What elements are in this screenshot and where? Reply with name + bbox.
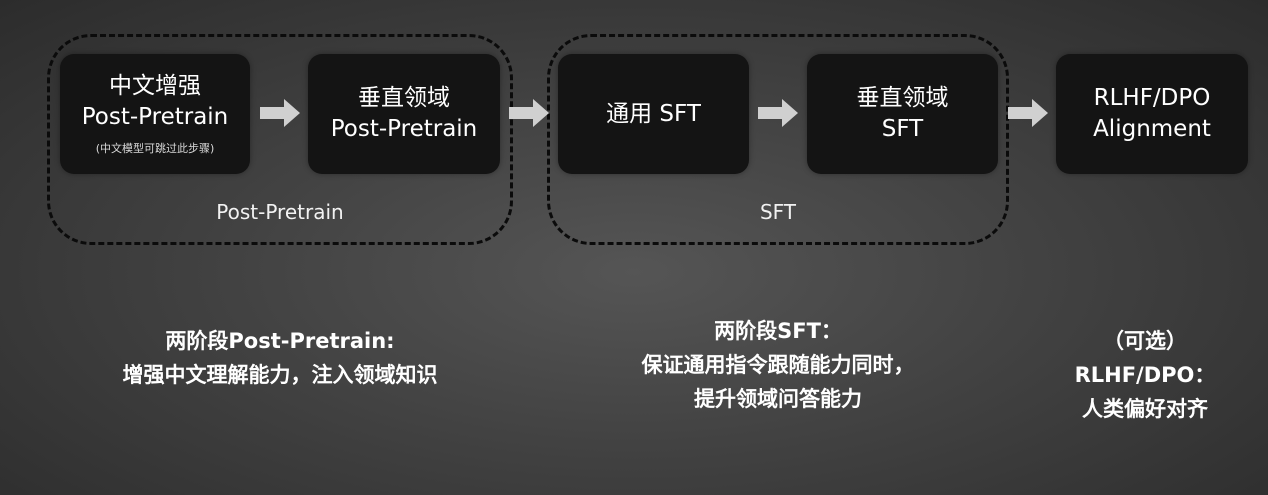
post-pretrain-group-frame	[47, 34, 513, 245]
caption-post-pretrain-line: 增强中文理解能力，注入领域知识	[122, 363, 438, 387]
stage-general-sft-title: 通用 SFT	[606, 100, 701, 127]
caption-post-pretrain-line: 两阶段Post-Pretrain:	[165, 329, 395, 353]
stage-domain-sft-title: 垂直领域	[856, 85, 949, 111]
stage-domain-sft-subtitle: SFT	[881, 116, 924, 142]
stage-domain-post-pretrain: 垂直领域 Post-Pretrain	[308, 54, 500, 174]
caption-sft-line: 提升领域问答能力	[694, 387, 862, 411]
stage-rlhf-dpo-title: RLHF/DPO	[1093, 85, 1211, 111]
right-arrow-icon	[1008, 99, 1048, 127]
caption-rlhf-line: （可选）	[1103, 329, 1187, 353]
caption-rlhf-line: RLHF/DPO：	[1074, 363, 1216, 387]
caption-sft: 两阶段SFT： 保证通用指令跟随能力同时， 提升领域问答能力	[558, 314, 998, 416]
stage-chinese-post-pretrain-note: (中文模型可跳过此步骤)	[95, 142, 215, 155]
post-pretrain-group-label: Post-Pretrain	[216, 200, 344, 224]
sft-group-frame	[547, 34, 1009, 245]
stage-domain-post-pretrain-subtitle: Post-Pretrain	[330, 116, 478, 142]
caption-post-pretrain: 两阶段Post-Pretrain: 增强中文理解能力，注入领域知识	[60, 324, 500, 392]
caption-sft-line: 保证通用指令跟随能力同时，	[641, 353, 915, 377]
stage-general-sft: 通用 SFT	[558, 54, 749, 174]
right-arrow-icon	[260, 99, 300, 127]
stage-domain-sft: 垂直领域 SFT	[807, 54, 998, 174]
sft-group-label: SFT	[759, 200, 797, 224]
stage-chinese-post-pretrain-subtitle: Post-Pretrain	[81, 104, 229, 130]
right-arrow-icon	[509, 99, 549, 127]
caption-rlhf: （可选） RLHF/DPO： 人类偏好对齐	[1030, 324, 1260, 426]
stage-rlhf-dpo-subtitle: Alignment	[1093, 116, 1211, 142]
caption-sft-line: 两阶段SFT：	[714, 319, 842, 343]
stage-rlhf-dpo-alignment: RLHF/DPO Alignment	[1056, 54, 1248, 174]
stage-chinese-post-pretrain: 中文增强 Post-Pretrain (中文模型可跳过此步骤)	[60, 54, 250, 174]
stage-chinese-post-pretrain-title: 中文增强	[109, 73, 201, 99]
stage-domain-post-pretrain-title: 垂直领域	[358, 85, 450, 111]
right-arrow-icon	[758, 99, 798, 127]
caption-rlhf-line: 人类偏好对齐	[1082, 397, 1208, 421]
